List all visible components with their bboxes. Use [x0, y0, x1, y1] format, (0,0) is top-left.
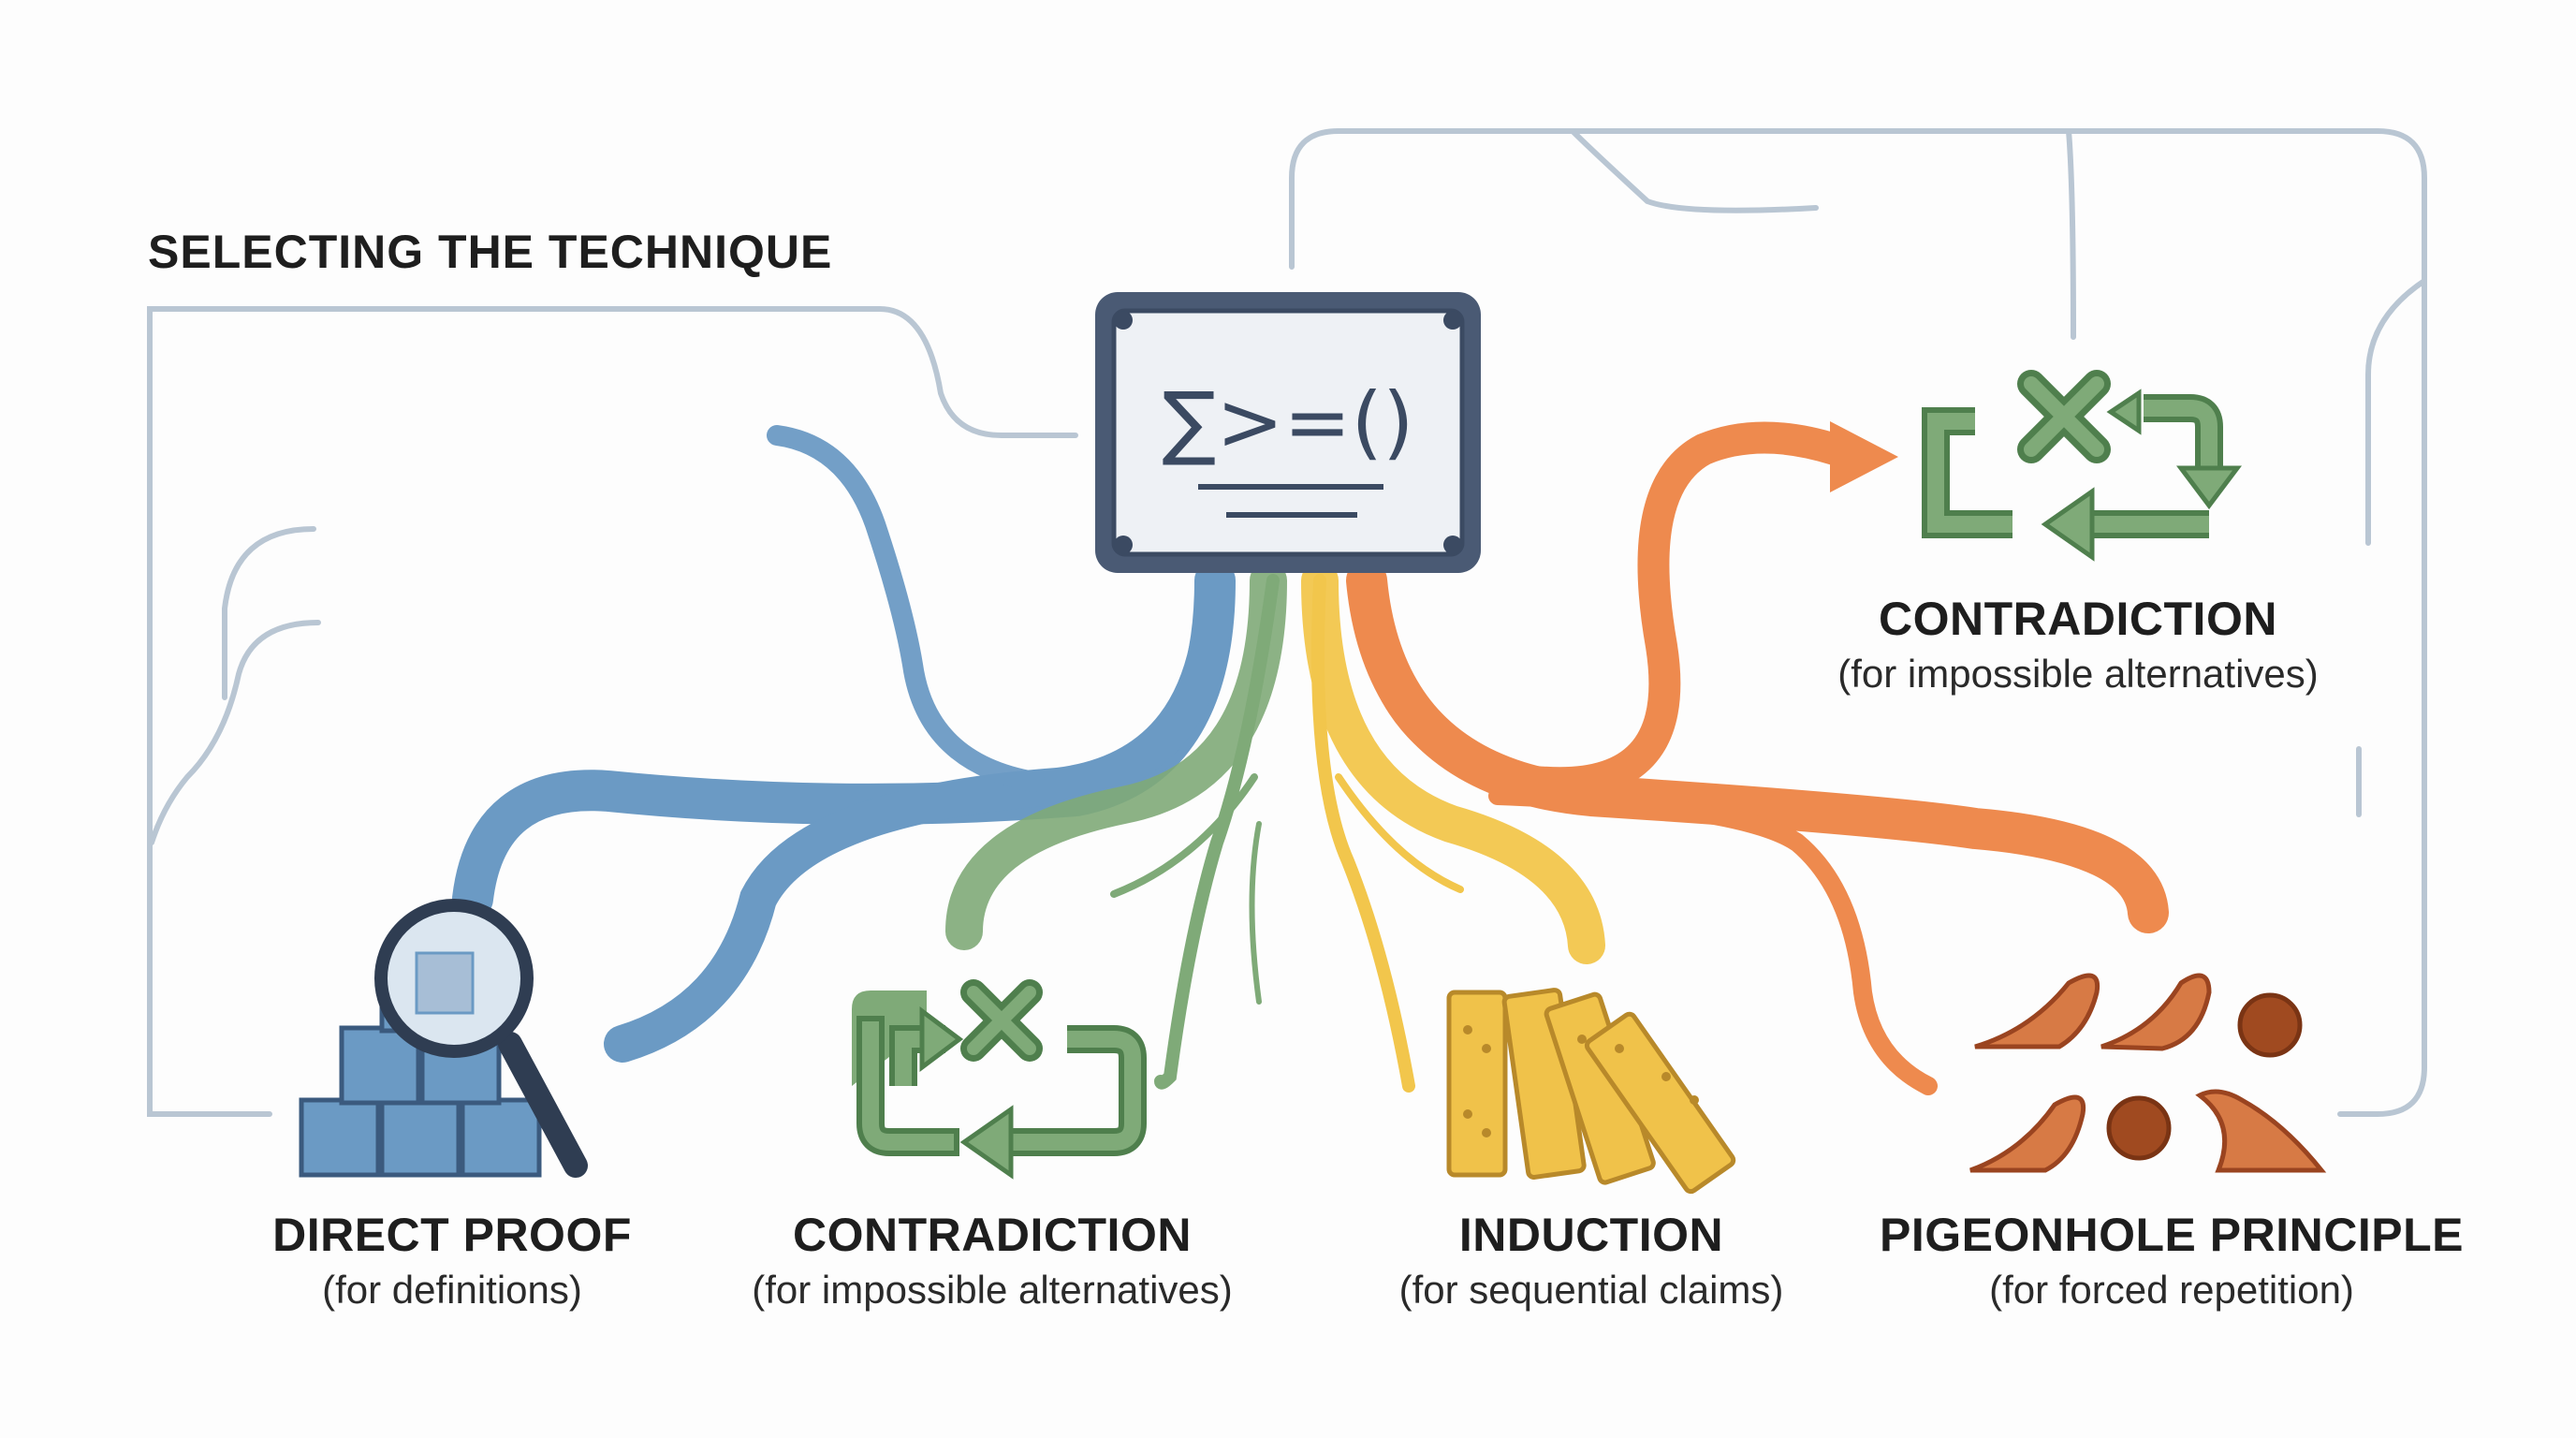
technique-name: INDUCTION	[1458, 1209, 1724, 1261]
technique-name: DIRECT PROOF	[272, 1209, 632, 1261]
contradiction-arrow-icon	[1830, 421, 1898, 492]
background-lines	[147, 128, 2427, 1117]
contradiction-label: CONTRADICTION (for impossible alternativ…	[711, 1208, 1273, 1313]
contradiction-top-label: CONTRADICTION (for impossible alternativ…	[1797, 592, 2359, 697]
yellow-ribbons	[1301, 562, 1605, 1093]
technique-note: (for impossible alternatives)	[1837, 652, 2319, 696]
magnifier-blocks-icon	[299, 899, 588, 1178]
technique-name: CONTRADICTION	[793, 1209, 1192, 1261]
technique-note: (for forced repetition)	[1989, 1268, 2354, 1312]
induction-label: INDUCTION (for sequential claims)	[1357, 1208, 1825, 1313]
technique-note: (for sequential claims)	[1398, 1268, 1784, 1312]
orange-ribbons	[1346, 421, 2169, 1095]
green-ribbons	[945, 562, 1287, 1090]
cross-cycle-icon	[852, 979, 1147, 1180]
blue-ribbons	[452, 425, 1236, 1063]
direct-proof-label: DIRECT PROOF (for definitions)	[265, 1208, 639, 1313]
page-title: SELECTING THE TECHNIQUE	[148, 226, 833, 278]
formula-text: ∑>=()	[1162, 375, 1413, 469]
cross-cycle-icon-top	[1922, 370, 2242, 562]
technique-name: PIGEONHOLE PRINCIPLE	[1880, 1209, 2464, 1261]
technique-name: CONTRADICTION	[1879, 593, 2277, 645]
dominoes-icon	[1446, 988, 1736, 1195]
center-board: ∑>=()	[1095, 292, 1481, 573]
technique-note: (for definitions)	[322, 1268, 582, 1312]
birds-holes-icon	[1969, 973, 2327, 1173]
pigeonhole-label: PIGEONHOLE PRINCIPLE (for forced repetit…	[1863, 1208, 2481, 1313]
technique-note: (for impossible alternatives)	[752, 1268, 1233, 1312]
